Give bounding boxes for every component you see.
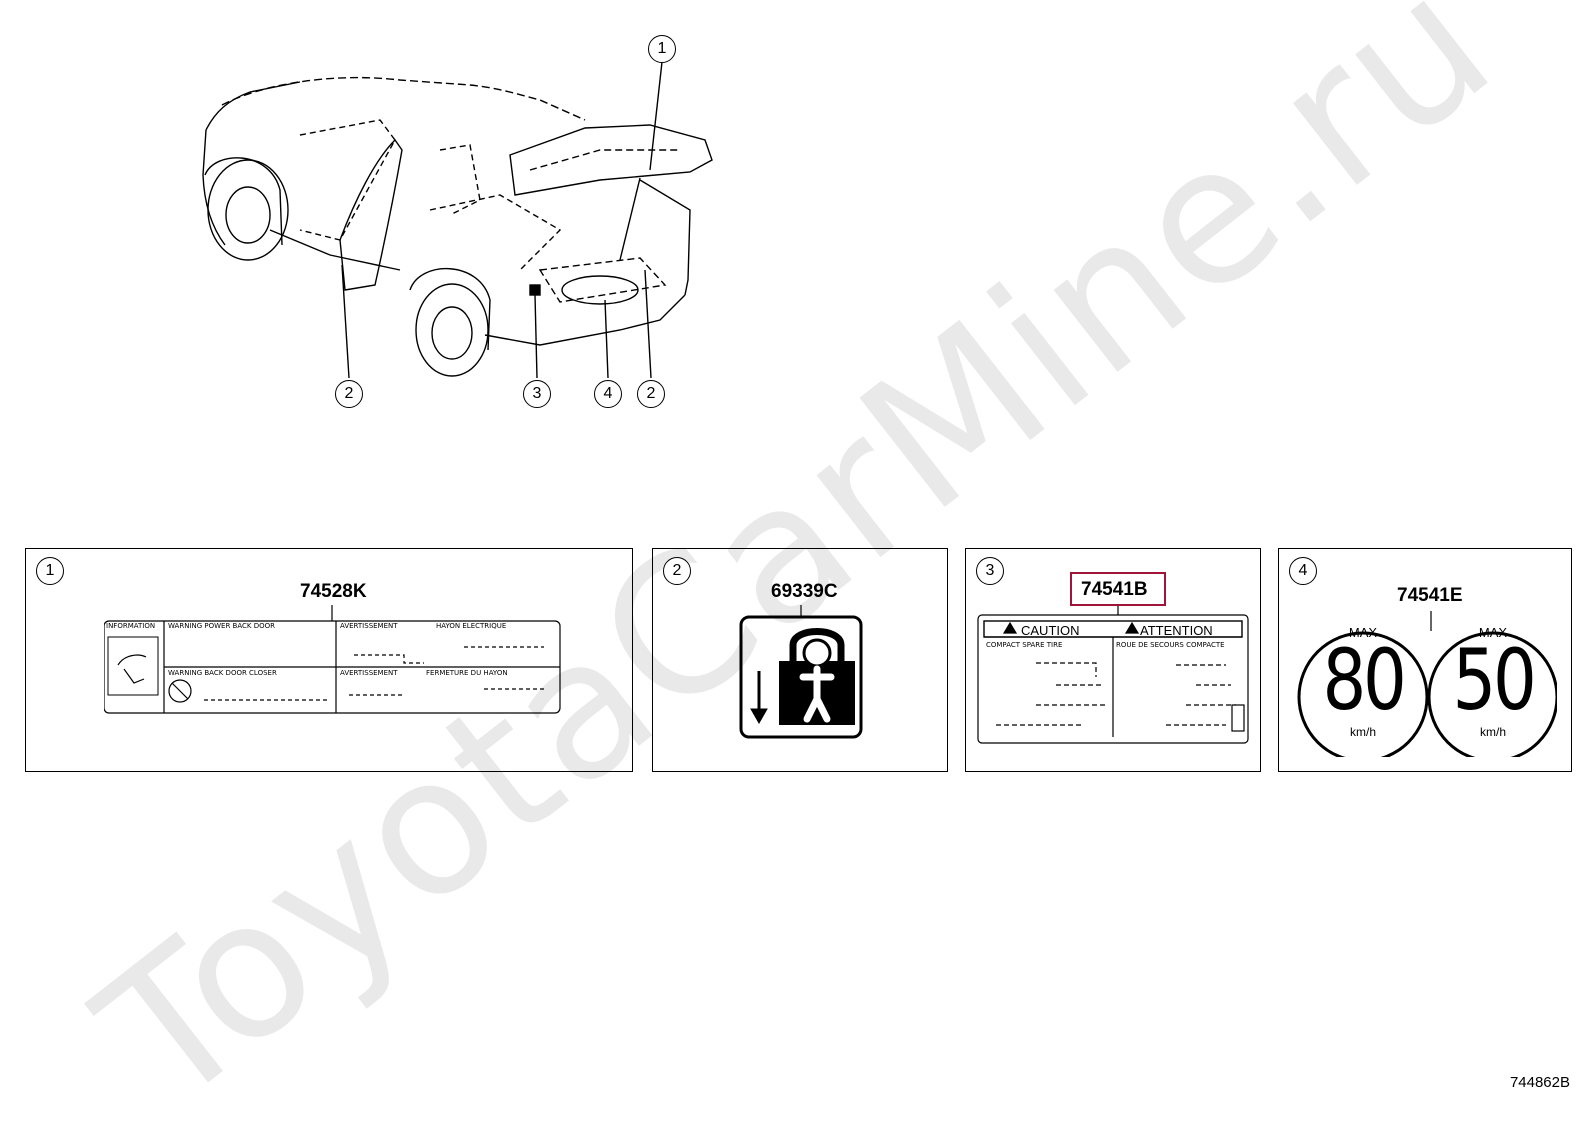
speed-sign-drawing <box>1297 611 1557 757</box>
speed-sign-50 <box>1427 631 1557 757</box>
liftgate-inner <box>529 149 680 171</box>
sign-80-max: MAX <box>1348 625 1378 640</box>
attention-triangle-icon <box>1124 621 1140 634</box>
leader-line-2a <box>341 264 350 379</box>
label-1-warning-closer: WARNING BACK DOOR CLOSER <box>168 669 277 677</box>
label-3-attention: ATTENTION <box>1140 623 1213 638</box>
sign-50-speed: 50 <box>1452 631 1536 729</box>
speed-sign-80 <box>1297 631 1429 757</box>
vehicle-front <box>202 129 226 246</box>
vehicle-rear-side <box>639 179 691 296</box>
diagram-callout-3: 3 <box>523 380 551 408</box>
label-1-information: INFORMATION <box>106 622 156 630</box>
label-1-fr-1: HAYON ELECTRIQUE <box>436 622 507 630</box>
padlock-shackle <box>789 628 845 661</box>
panel-4-part-number[interactable]: 74541E <box>1397 585 1463 606</box>
diagram-callout-2-right: 2 <box>637 380 665 408</box>
label-1-fr-2: FERMETURE DU HAYON <box>426 669 508 677</box>
diagram-layer: 1 2 3 4 2 1 74528K INFORMATION WARNING P… <box>25 35 1572 1091</box>
child-lock-label-drawing <box>739 605 863 739</box>
diagram-callout-2-left: 2 <box>335 380 363 408</box>
interior-seat <box>439 144 481 216</box>
liftgate <box>509 124 713 196</box>
hand-icon <box>117 654 147 684</box>
no-hand-icon <box>168 679 192 703</box>
panel-2-part-number[interactable]: 69339C <box>771 581 838 602</box>
vehicle-lower-body <box>269 229 401 271</box>
label-3-caution: CAUTION <box>1021 623 1080 638</box>
leader-line-3 <box>534 294 538 379</box>
front-wheel <box>207 159 289 261</box>
panel-label-3: 3 74541B CAUTION ATTENTION COMPACT SPARE… <box>965 548 1261 772</box>
panel-4-callout: 4 <box>1289 557 1317 585</box>
vehicle-hood-line <box>205 81 301 131</box>
panel-3-callout: 3 <box>976 557 1004 585</box>
child-lock-outline <box>739 615 863 739</box>
label-3-right-head: ROUE DE SECOURS COMPACTE <box>1116 641 1225 649</box>
spare-tire-caution-drawing <box>977 606 1249 744</box>
door-window <box>299 119 396 241</box>
panel-label-4: 4 74541E MAX 80 km/h MAX 50 km/h <box>1278 548 1572 772</box>
label-1-warning-power: WARNING POWER BACK DOOR <box>168 622 275 630</box>
child-head-icon <box>802 638 832 668</box>
cargo-floor <box>538 257 667 303</box>
label-1-avert-2: AVERTISSEMENT <box>340 669 398 677</box>
caution-triangle-icon <box>1002 621 1018 634</box>
label-3-left-head: COMPACT SPARE TIRE <box>986 641 1063 649</box>
leader-line-1 <box>649 61 663 171</box>
child-body-icon <box>799 665 835 723</box>
front-wheel-arch <box>204 157 283 246</box>
sign-80-unit: km/h <box>1349 725 1376 739</box>
vehicle-illustration <box>202 61 713 379</box>
sign-80-speed: 80 <box>1322 631 1406 729</box>
label-74528K-drawing <box>104 605 561 714</box>
vehicle-roof-line <box>221 76 586 121</box>
panel-1-part-number[interactable]: 74528K <box>300 581 367 602</box>
interior-dash <box>429 194 562 271</box>
label-location-marker <box>529 284 541 296</box>
diagram-callout-1: 1 <box>648 35 676 63</box>
leader-line-2b <box>644 269 652 379</box>
panel-label-1: 1 74528K INFORMATION WARNING POWER BACK … <box>25 548 633 772</box>
label-1-avert-1: AVERTISSEMENT <box>340 622 398 630</box>
selected-part-highlight <box>1070 572 1166 606</box>
liftgate-strut <box>619 177 641 261</box>
panel-label-2: 2 69339C <box>652 548 948 772</box>
spare-tire <box>561 275 639 305</box>
panel-2-callout: 2 <box>663 557 691 585</box>
front-wheel-hub <box>225 186 271 244</box>
rear-wheel <box>415 283 489 377</box>
diagram-callout-4: 4 <box>594 380 622 408</box>
rear-wheel-arch <box>409 268 491 351</box>
open-door <box>339 138 403 291</box>
rear-wheel-hub <box>431 306 473 360</box>
sign-50-max: MAX <box>1478 625 1508 640</box>
vehicle-rear-bumper <box>484 294 686 346</box>
sign-50-unit: km/h <box>1479 725 1506 739</box>
diagram-reference-code: 744862B <box>1509 1074 1570 1091</box>
panel-1-callout: 1 <box>36 557 64 585</box>
leader-line-4 <box>604 299 609 379</box>
panel-3-part-number[interactable]: 74541B <box>1081 579 1148 600</box>
